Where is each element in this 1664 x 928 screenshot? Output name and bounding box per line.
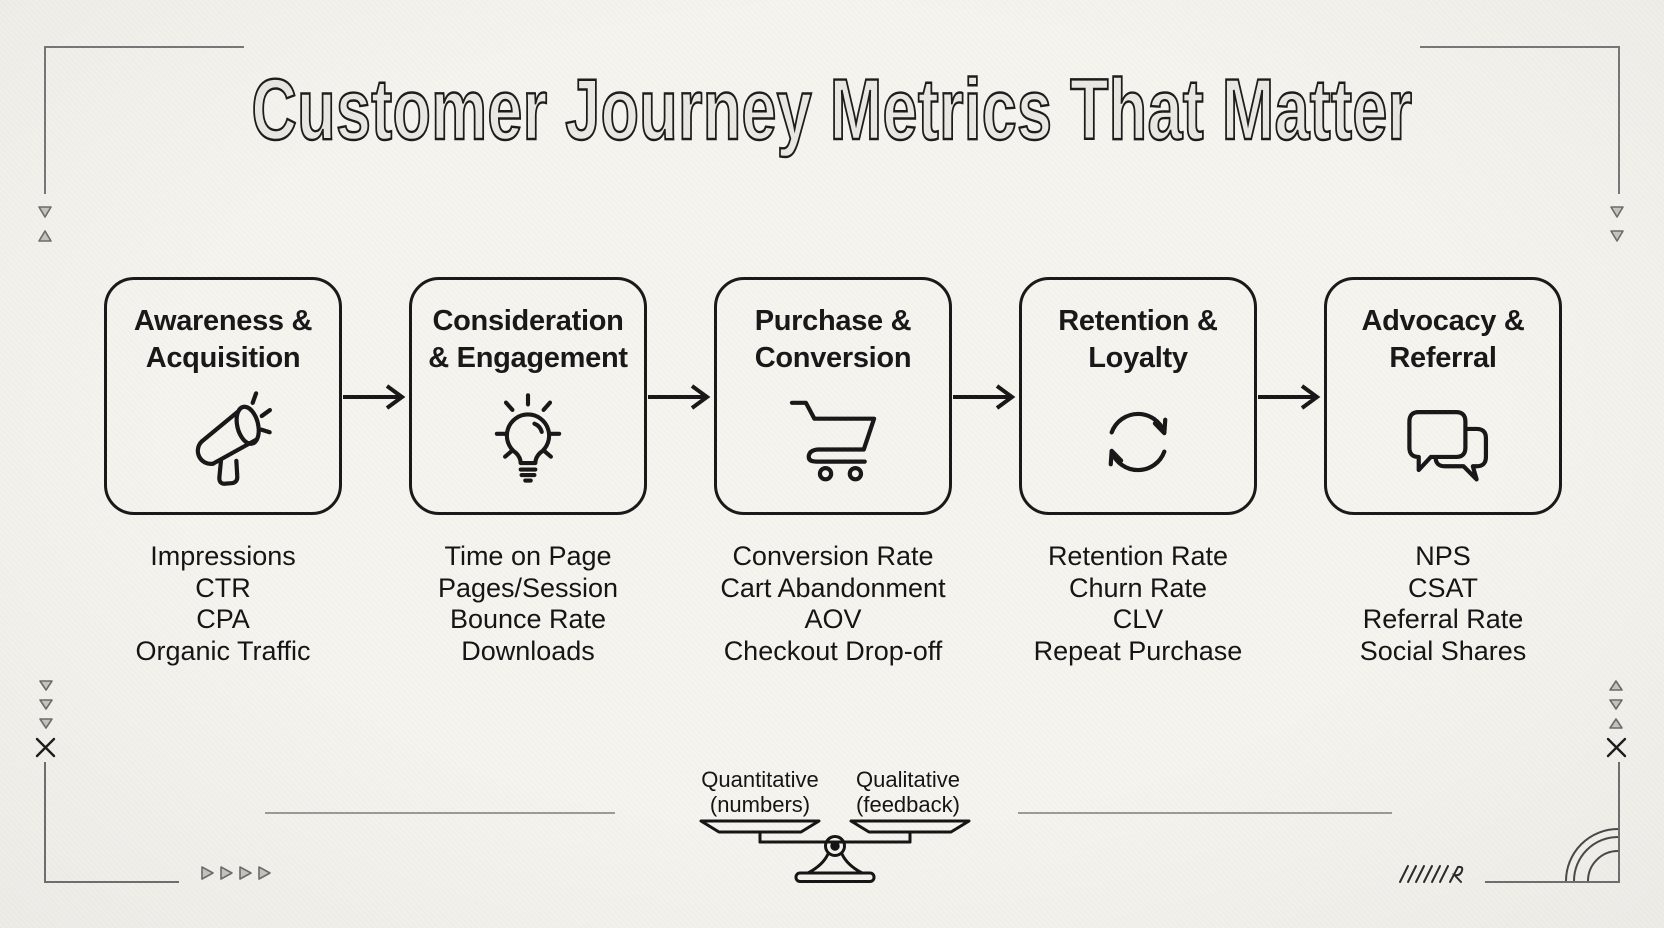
metric-item: CTR — [195, 572, 251, 603]
metric-item: CSAT — [1407, 572, 1478, 603]
stage-icon-wrap — [473, 377, 583, 512]
page-title: Customer Journey Metrics That Matter — [251, 62, 1413, 158]
triangle-up-icon — [1609, 680, 1623, 691]
stage-column-purchase: Purchase & Conversion Conversion Rate Ca… — [714, 277, 952, 667]
stage-title-line1: Awareness & — [133, 305, 313, 337]
triangle-marks-top-left — [38, 206, 52, 242]
scale-label-qualitative: Qualitative (feedback) — [831, 767, 985, 817]
triangle-up-icon — [38, 230, 52, 242]
corner-bracket-bottom-left — [44, 762, 179, 883]
stage-box-awareness: Awareness & Acquisition — [104, 277, 342, 515]
metric-item: Referral Rate — [1362, 604, 1524, 634]
stage-title-line1: Advocacy & — [1361, 305, 1525, 337]
metric-item: NPS — [1415, 541, 1471, 571]
stage-column-advocacy: Advocacy & Referral NPS CSAT Referral Ra… — [1324, 277, 1562, 667]
stage-box-consideration: Consideration & Engagement — [409, 277, 647, 515]
lightbulb-icon — [494, 392, 562, 483]
metric-item: CLV — [1112, 604, 1164, 634]
triangle-down-icon — [39, 699, 53, 710]
stage-icon-wrap — [1387, 377, 1499, 512]
divider-line-right — [1018, 812, 1392, 814]
metric-item: Bounce Rate — [449, 604, 607, 634]
corner-bracket-top-left — [44, 46, 244, 194]
metric-item: Conversion Rate — [732, 541, 934, 571]
stage-title: Retention & Loyalty — [1058, 303, 1218, 377]
metric-item: Downloads — [461, 635, 595, 666]
stage-title-line2: Referral — [1389, 342, 1497, 374]
stage-title: Awareness & Acquisition — [133, 303, 313, 377]
scale-label-line2: (feedback) — [856, 792, 960, 817]
stage-title-line2: Loyalty — [1088, 342, 1188, 374]
flow-arrow-icon — [1258, 384, 1321, 410]
flow-arrow-icon — [648, 384, 711, 410]
stage-title-line1: Retention & — [1058, 305, 1218, 337]
triangle-down-icon — [38, 206, 52, 218]
stage-box-retention: Retention & Loyalty — [1019, 277, 1257, 515]
stage-icon-wrap — [1082, 377, 1194, 512]
triangle-down-icon — [39, 718, 53, 729]
stage-title-line1: Consideration — [432, 305, 624, 337]
stage-title: Consideration & Engagement — [428, 303, 628, 377]
metric-item: Impressions — [150, 541, 296, 571]
scale-label-line1: Qualitative — [856, 767, 960, 792]
metric-item: AOV — [804, 604, 862, 634]
triangle-down-icon — [1610, 230, 1624, 242]
corner-bracket-top-right — [1420, 46, 1620, 194]
triangle-up-icon — [1609, 718, 1623, 729]
x-mark-icon — [35, 737, 56, 758]
flow-arrow-icon — [953, 384, 1016, 410]
scale-label-line1: Quantitative — [701, 767, 819, 792]
stage-title: Purchase & Conversion — [755, 303, 912, 377]
hatch-marks-icon — [1399, 865, 1464, 883]
metric-item: Retention Rate — [1047, 541, 1229, 571]
divider-line-left — [265, 812, 615, 814]
chat-bubbles-icon — [1407, 409, 1489, 481]
triangle-marks-top-right — [1610, 206, 1624, 242]
quarter-arcs-icon — [1565, 828, 1618, 882]
metric-item: Repeat Purchase — [1033, 635, 1243, 666]
stage-icon-wrap — [167, 377, 279, 512]
megaphone-icon — [195, 390, 272, 486]
metrics-list: Retention Rate Churn Rate CLV Repeat Pur… — [1019, 541, 1257, 667]
cycle-arrows-icon — [1108, 411, 1168, 472]
triangle-marks-bottom-left — [39, 680, 53, 729]
balance-scale: Quantitative (numbers) Qualitative (feed… — [695, 767, 975, 883]
x-mark-icon — [1606, 737, 1627, 758]
metric-item: Churn Rate — [1068, 572, 1208, 603]
stage-column-retention: Retention & Loyalty Retention Rate Churn… — [1019, 277, 1257, 667]
triangle-marks-bottom-right — [1609, 680, 1623, 729]
stage-title-line2: & Engagement — [428, 342, 628, 374]
metrics-list: Impressions CTR CPA Organic Traffic — [104, 541, 342, 667]
scale-label-quantitative: Quantitative (numbers) — [683, 767, 837, 817]
triangle-down-icon — [1609, 699, 1623, 710]
metric-item: Social Shares — [1359, 635, 1527, 666]
stage-box-advocacy: Advocacy & Referral — [1324, 277, 1562, 515]
scale-label-line2: (numbers) — [709, 792, 811, 817]
stage-icon-wrap — [777, 377, 889, 512]
chevron-right-row-icon — [201, 866, 271, 880]
stage-column-consideration: Consideration & Engagement — [409, 277, 647, 667]
metric-item: CPA — [196, 604, 250, 634]
stage-title-line2: Conversion — [754, 342, 912, 374]
metric-item: Organic Traffic — [135, 635, 311, 666]
stage-column-awareness: Awareness & Acquisition — [104, 277, 342, 667]
metrics-list: Conversion Rate Cart Abandonment AOV Che… — [714, 541, 952, 667]
shopping-cart-icon — [789, 400, 877, 481]
metric-item: Cart Abandonment — [720, 572, 946, 603]
flow-arrow-icon — [343, 384, 406, 410]
balance-scale-icon — [699, 819, 971, 883]
metrics-list: NPS CSAT Referral Rate Social Shares — [1324, 541, 1562, 667]
triangle-down-icon — [1610, 206, 1624, 218]
stage-box-purchase: Purchase & Conversion — [714, 277, 952, 515]
stage-title: Advocacy & Referral — [1361, 303, 1524, 377]
metric-item: Pages/Session — [437, 572, 619, 603]
corner-bracket-bottom-right — [1485, 762, 1620, 883]
stage-title-line1: Purchase & — [754, 305, 912, 337]
triangle-down-icon — [39, 680, 53, 691]
metrics-list: Time on Page Pages/Session Bounce Rate D… — [409, 541, 647, 667]
metric-item: Time on Page — [444, 541, 612, 571]
stage-title-line2: Acquisition — [145, 342, 301, 374]
metric-item: Checkout Drop-off — [723, 635, 943, 666]
